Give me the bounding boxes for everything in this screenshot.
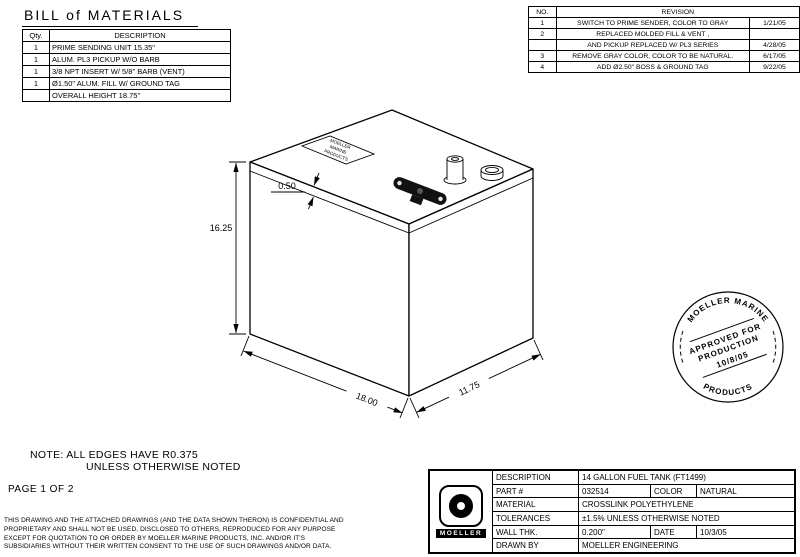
title-block-rows: DESCRIPTION 14 GALLON FUEL TANK (FT1499)… [493,471,794,553]
disclaimer-line1: THIS DRAWING AND THE ATTACHED DRAWINGS (… [4,517,344,524]
bom-row: 1 Ø1.50" ALUM. FILL W/ GROUND TAG [22,77,231,90]
edge-note: NOTE: ALL EDGES HAVE R0.375 UNLESS OTHER… [30,449,241,473]
tolerances-value: ±1.5% UNLESS OTHERWISE NOTED [582,513,720,523]
sender-plate [393,177,447,206]
tank-label-line2: MARINE [329,144,347,155]
revision-date-cell [748,28,800,40]
revision-row: 3 REMOVE GRAY COLOR, COLOR TO BE NATURAL… [528,50,800,62]
revision-row: 1 SWITCH TO PRIME SENDER, COLOR TO GRAY … [528,17,800,29]
revision-title-header: REVISION [555,6,800,18]
title-block-row-part: PART # 032514 COLOR NATURAL [493,484,794,499]
revision-header-row: NO. REVISION [528,6,800,18]
description-value: 14 GALLON FUEL TANK (FT1499) [582,472,706,482]
title-block-row-description: DESCRIPTION 14 GALLON FUEL TANK (FT1499) [493,471,794,485]
moeller-logo: MOELLER [430,471,493,552]
svg-text:PRODUCTS: PRODUCTS [702,382,754,397]
bom-row: 1 PRIME SENDING UNIT 15.35" [22,41,231,54]
qty-cell: 1 [22,65,50,78]
bom-row: 1 ALUM. PL3 PICKUP W/O BARB [22,53,231,66]
note-line1: NOTE: ALL EDGES HAVE R0.375 [30,449,198,461]
vent-fitting [443,155,467,185]
dimension-height: 16.25 [210,161,246,335]
revision-table: NO. REVISION 1 SWITCH TO PRIME SENDER, C… [528,6,800,73]
color-label: COLOR [651,484,697,498]
fill-cap [480,165,504,181]
disclaimer-line2: PROPRIETARY AND SHALL NOT BE USED, DISCL… [4,525,336,533]
qty-cell: 1 [22,53,50,66]
qty-cell [22,89,50,102]
bom-description-header: DESCRIPTION [49,29,231,42]
part-number-value: 032514 [579,484,651,498]
revision-text-cell: REMOVE GRAY COLOR, COLOR TO BE NATURAL. [555,50,750,62]
confidentiality-disclaimer: THIS DRAWING AND THE ATTACHED DRAWINGS (… [4,517,396,552]
bom-table: Qty. DESCRIPTION 1 PRIME SENDING UNIT 15… [22,29,231,102]
revision-no-cell [528,39,557,51]
revision-row: 2 REPLACED MOLDED FILL & VENT , [528,28,800,40]
moeller-logo-frame [439,485,483,527]
approval-stamp: MOELLER MARINE PRODUCTS APPROVED FOR PRO… [672,291,784,403]
revision-no-cell: 1 [528,17,557,29]
title-block-row-drawn: DRAWN BY MOELLER ENGINEERING [493,539,794,553]
description-label: DESCRIPTION [493,471,579,484]
material-label: MATERIAL [493,498,579,512]
revision-text-cell: REPLACED MOLDED FILL & VENT , [555,28,750,40]
date-value: 10/3/05 [700,527,727,537]
dimension-length: 18.00 [240,335,409,419]
drawn-by-label: DRAWN BY [493,539,579,553]
qty-cell: 1 [22,41,50,54]
revision-row: AND PICKUP REPLACED W/ PL3 SERIES 4/28/0… [528,39,800,51]
tolerances-label: TOLERANCES [493,512,579,525]
revision-no-cell: 3 [528,50,557,62]
note-line2: UNLESS OTHERWISE NOTED [86,461,241,473]
wall-thickness-value: 0.200" [579,525,651,539]
description-cell: OVERALL HEIGHT 18.75" [49,89,231,102]
revision-no-cell: 2 [528,28,557,40]
page-indicator: PAGE 1 OF 2 [8,484,74,495]
title-block-row-tolerances: TOLERANCES ±1.5% UNLESS OTHERWISE NOTED [493,512,794,526]
color-value: NATURAL [700,486,737,496]
fuel-tank-body [249,109,534,397]
revision-text-cell: AND PICKUP REPLACED W/ PL3 SERIES [555,39,750,51]
bom-header-row: Qty. DESCRIPTION [22,29,231,42]
stamp-arc-bottom-text: PRODUCTS [702,382,753,397]
revision-text-cell: ADD Ø2.50" BOSS & GROUND TAG [555,61,750,73]
step-dimension-text: 0.50 [278,181,296,191]
disclaimer-line3: EXCEPT FOR QUOTATION TO OR ORDER BY MOEL… [4,534,306,542]
revision-date-cell: 6/17/05 [748,50,800,62]
height-dimension-text: 16.25 [210,223,233,233]
bom-row: OVERALL HEIGHT 18.75" [22,89,231,102]
title-block-row-wall: WALL THK. 0.200" DATE 10/3/05 [493,525,794,540]
description-cell: PRIME SENDING UNIT 15.35" [49,41,231,54]
revision-row: 4 ADD Ø2.50" BOSS & GROUND TAG 9/22/05 [528,61,800,73]
title-block: MOELLER DESCRIPTION 14 GALLON FUEL TANK … [428,469,796,554]
bom-qty-header: Qty. [22,29,50,42]
part-number-label: PART # [493,484,579,498]
title-block-row-material: MATERIAL CROSSLINK POLYETHYLENE [493,498,794,513]
date-label: DATE [651,525,697,539]
revision-text-cell: SWITCH TO PRIME SENDER, COLOR TO GRAY [555,17,750,29]
description-cell: ALUM. PL3 PICKUP W/O BARB [49,53,231,66]
dimension-step: 0.50 [271,172,320,210]
revision-table-grid: NO. REVISION 1 SWITCH TO PRIME SENDER, C… [528,6,800,73]
description-cell: 3/8 NPT INSERT W/ 5/8" BARB (VENT) [49,65,231,78]
bom-title: BILL of MATERIALS [22,6,198,27]
revision-date-cell: 1/21/05 [748,17,800,29]
moeller-logo-wordmark: MOELLER [436,529,486,538]
wall-thickness-label: WALL THK. [493,525,579,539]
disclaimer-line4: SUBSIDIARIES WITHOUT THEIR WRITTEN CONSE… [4,543,332,551]
material-value: CROSSLINK POLYETHYLENE [582,500,694,510]
bill-of-materials: BILL of MATERIALS Qty. DESCRIPTION 1 PRI… [22,6,231,102]
description-cell: Ø1.50" ALUM. FILL W/ GROUND TAG [49,77,231,90]
revision-no-header: NO. [528,6,557,18]
revision-date-cell: 4/28/05 [748,39,800,51]
bom-row: 1 3/8 NPT INSERT W/ 5/8" BARB (VENT) [22,65,231,78]
revision-no-cell: 4 [528,61,557,73]
drawn-by-value: MOELLER ENGINEERING [582,541,679,551]
revision-date-cell: 9/22/05 [748,61,800,73]
qty-cell: 1 [22,77,50,90]
moeller-logo-ring-icon [449,494,473,518]
